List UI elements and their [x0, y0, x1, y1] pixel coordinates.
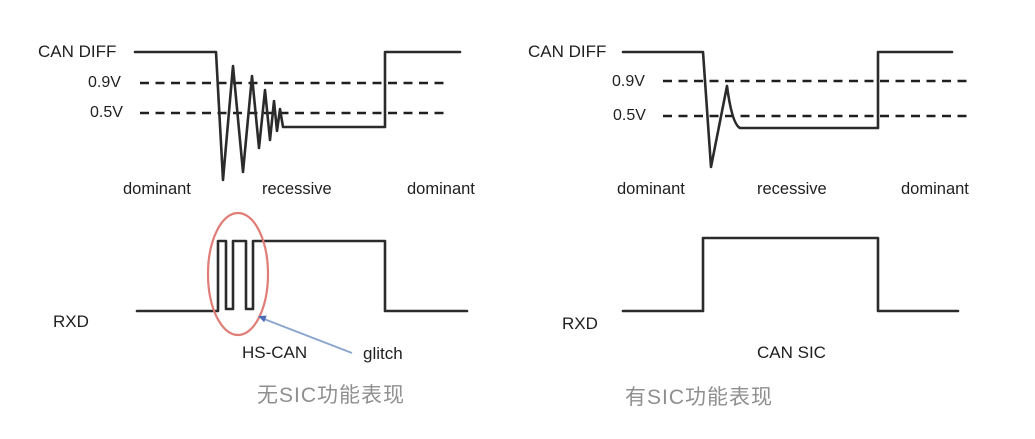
- right-phase-dominant-1: dominant: [617, 180, 685, 198]
- left-rxd-waveform: [135, 239, 469, 313]
- right-threshold-0v5-label: 0.5V: [613, 107, 646, 124]
- left-can-diff-label: CAN DIFF: [38, 42, 117, 61]
- right-phase-recessive: recessive: [757, 180, 827, 198]
- right-rxd-waveform: [621, 236, 960, 313]
- right-rxd-label: RXD: [562, 314, 598, 333]
- left-threshold-0v5-label: 0.5V: [90, 104, 123, 121]
- left-bus-label-hs-can: HS-CAN: [242, 343, 308, 362]
- glitch-label: glitch: [363, 344, 403, 363]
- glitch-arrow-line: [263, 318, 353, 354]
- right-can-diff-waveform: [621, 50, 954, 169]
- left-phase-recessive: recessive: [262, 180, 332, 198]
- left-phase-dominant-1: dominant: [123, 180, 191, 198]
- glitch-arrow-head-icon: [258, 315, 267, 323]
- left-can-diff-waveform: [133, 50, 462, 182]
- right-threshold-0v9-label: 0.9V: [612, 73, 645, 90]
- right-bus-label-can-sic: CAN SIC: [757, 343, 826, 362]
- right-can-diff-label: CAN DIFF: [528, 42, 607, 61]
- left-threshold-0v9-label: 0.9V: [88, 74, 121, 91]
- right-phase-dominant-2: dominant: [901, 180, 969, 198]
- right-caption-with-sic: 有SIC功能表现: [625, 386, 774, 409]
- left-phase-dominant-2: dominant: [407, 180, 475, 198]
- glitch-circle-annotation: [206, 211, 270, 337]
- left-rxd-label: RXD: [53, 312, 89, 331]
- left-caption-no-sic: 无SIC功能表现: [257, 384, 406, 407]
